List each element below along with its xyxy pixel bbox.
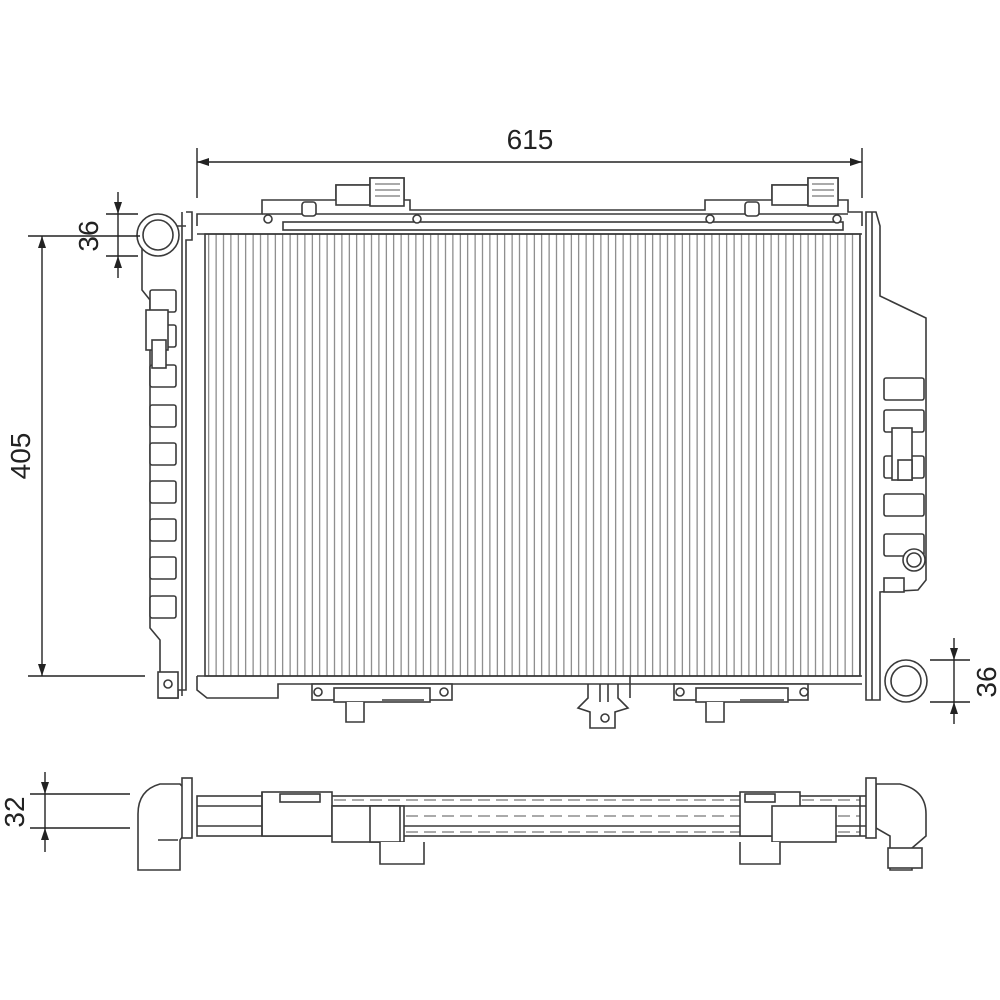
- radiator-core: [204, 233, 861, 677]
- dimension-depth: [30, 772, 130, 852]
- depth-label: 32: [0, 796, 30, 827]
- top-bracket-screws: [263, 214, 842, 224]
- top-port-label: 36: [73, 220, 104, 251]
- width-label: 615: [507, 124, 554, 155]
- dimension-top-port: [106, 192, 138, 278]
- height-label: 405: [5, 433, 36, 480]
- bottom-bracket-left: [311, 683, 453, 723]
- dimension-height: [28, 235, 145, 677]
- bottom-bracket-right: [673, 683, 809, 723]
- left-side-tank: [136, 211, 193, 699]
- top-right-connector: [744, 177, 839, 217]
- dimension-width: [196, 148, 863, 198]
- bottom-port-label: 36: [971, 666, 1000, 697]
- right-side-tank: [865, 211, 928, 703]
- bottom-drain-plug: [576, 676, 631, 729]
- radiator-front-view: [136, 177, 928, 729]
- radiator-bottom-view: [137, 777, 927, 871]
- dimension-bottom-port: [930, 638, 970, 724]
- top-left-connector: [301, 177, 405, 217]
